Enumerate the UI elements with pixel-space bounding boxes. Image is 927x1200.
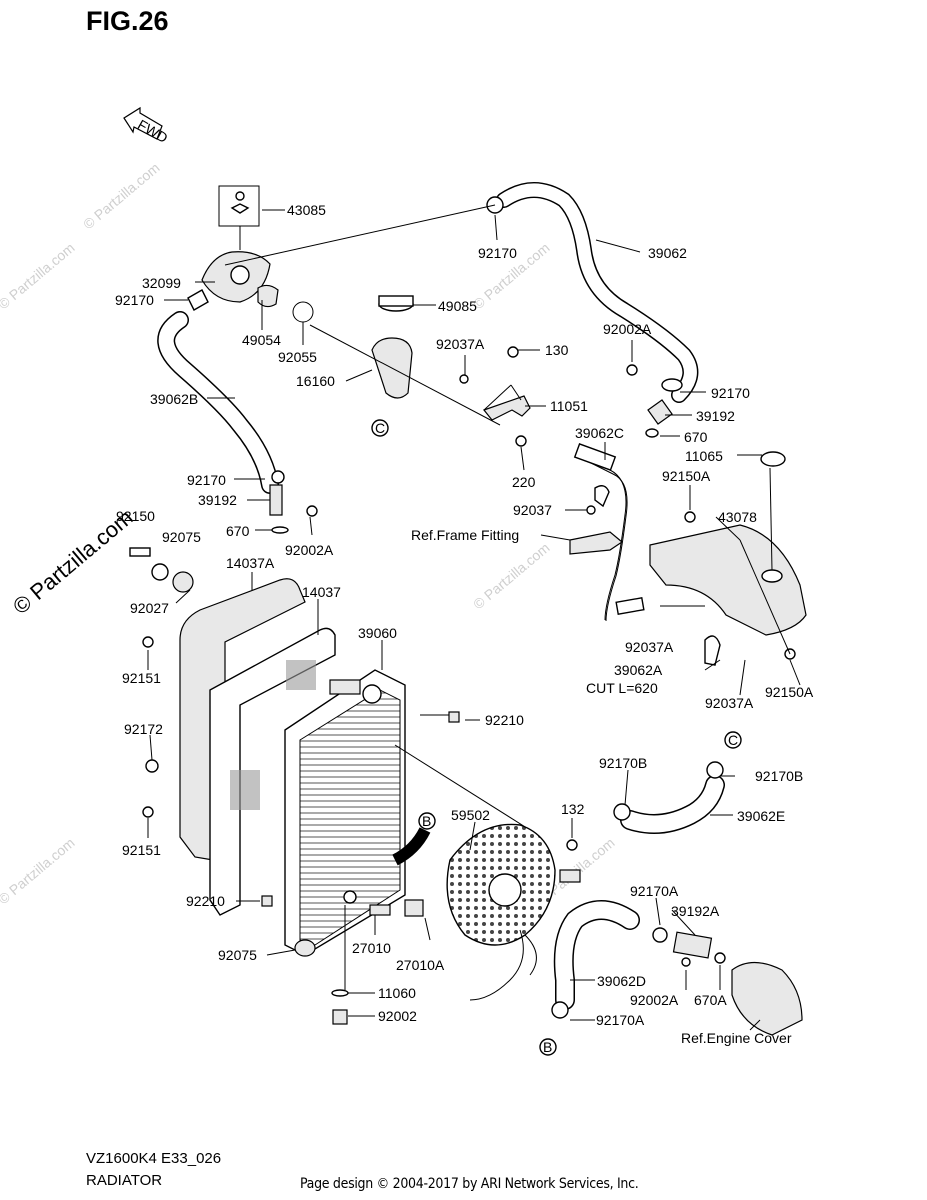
callout-670A[interactable]: 670A [694,992,727,1008]
callout-92150A[interactable]: 92150A [662,468,711,484]
callout-92170B[interactable]: 92170B [755,768,803,784]
callout-49085[interactable]: 49085 [438,298,477,314]
circle-marker-c: C [371,419,389,437]
callout-39062C[interactable]: 39062C [575,425,624,441]
callout-92151[interactable]: 92151 [122,670,161,686]
callout-27010[interactable]: 27010 [352,940,391,956]
ref-frame-fitting: Ref.Frame Fitting [411,527,519,543]
callout-11065[interactable]: 11065 [685,448,723,464]
filler-neck[interactable] [309,295,501,426]
circle-marker-c: C [724,731,742,749]
callout-130[interactable]: 130 [545,342,569,358]
callout-92170[interactable]: 92170 [711,385,750,401]
callout-92210[interactable]: 92210 [186,893,225,909]
callout-11051[interactable]: 11051 [550,398,588,414]
callout-59502[interactable]: 59502 [451,807,490,823]
callout-92170B[interactable]: 92170B [599,755,647,771]
callout-92037A[interactable]: 92037A [625,639,674,655]
callout-39192A[interactable]: 39192A [671,903,720,919]
callout-43078[interactable]: 43078 [718,509,757,525]
callout-92027[interactable]: 92027 [130,600,169,616]
callout-11060[interactable]: 11060 [378,985,416,1001]
bracket-11051[interactable] [483,395,531,421]
callout-39062A[interactable]: 39062A [614,662,663,678]
circle-marker-b: B [539,1038,557,1056]
callout-92075[interactable]: 92075 [218,947,257,963]
page-credit: Page design © 2004-2017 by ARI Network S… [300,1176,639,1192]
callout-92150A[interactable]: 92150A [765,684,814,700]
callout-39192[interactable]: 39192 [198,492,237,508]
callout-49054[interactable]: 49054 [242,332,281,348]
callout-92172[interactable]: 92172 [124,721,163,737]
cooling-fan[interactable] [446,823,581,1001]
callout-92151[interactable]: 92151 [122,842,161,858]
svg-text:B: B [422,813,431,829]
callout-92170[interactable]: 92170 [478,245,517,261]
callout-39062B[interactable]: 39062B [150,391,198,407]
callout-39192[interactable]: 39192 [696,408,735,424]
engine-cover[interactable] [731,961,803,1036]
callout-92075[interactable]: 92075 [162,529,201,545]
callout-39062[interactable]: 39062 [648,245,687,261]
callout-92150[interactable]: 92150 [116,508,155,524]
thermostat-housing[interactable] [187,185,314,323]
callout-14037[interactable]: 14037 [302,584,341,600]
callout-670[interactable]: 670 [226,523,250,539]
callout-92037A[interactable]: 92037A [705,695,754,711]
assembly-name: RADIATOR [86,1172,163,1189]
callout-92170[interactable]: 92170 [187,472,226,488]
callout-670[interactable]: 670 [684,429,708,445]
figure-title: FIG.26 [86,6,169,36]
callout-92170[interactable]: 92170 [115,292,154,308]
callout-92002A[interactable]: 92002A [630,992,679,1008]
reservoir-tank[interactable] [649,451,807,660]
callout-39062D[interactable]: 39062D [597,973,646,989]
cut-length-note: CUT L=620 [586,680,658,696]
callout-32099[interactable]: 32099 [142,275,181,291]
callout-92037A[interactable]: 92037A [436,336,485,352]
fwd-arrow-icon: FWD [123,106,171,146]
callout-92002A[interactable]: 92002A [285,542,334,558]
callout-16160[interactable]: 16160 [296,373,335,389]
callout-39060[interactable]: 39060 [358,625,397,641]
callout-14037A[interactable]: 14037A [226,555,275,571]
callout-27010A[interactable]: 27010A [396,957,445,973]
callout-92037[interactable]: 92037 [513,502,552,518]
callout-220[interactable]: 220 [512,474,536,490]
callout-92002[interactable]: 92002 [378,1008,417,1024]
svg-text:C: C [375,420,385,436]
svg-text:C: C [728,732,738,748]
callout-92055[interactable]: 92055 [278,349,317,365]
callout-92170A[interactable]: 92170A [596,1012,645,1028]
callout-92210[interactable]: 92210 [485,712,524,728]
callout-92002A[interactable]: 92002A [603,321,652,337]
model-code: VZ1600K4 E33_026 [86,1150,222,1167]
svg-text:B: B [543,1039,552,1055]
callout-43085[interactable]: 43085 [287,202,326,218]
callout-132[interactable]: 132 [561,801,585,817]
callout-92170A[interactable]: 92170A [630,883,679,899]
ref-engine-cover: Ref.Engine Cover [681,1030,792,1046]
circle-marker-b: B [418,812,436,830]
shroud-14037[interactable] [209,627,336,916]
callout-39062E[interactable]: 39062E [737,808,785,824]
radiator-core[interactable] [284,669,431,956]
